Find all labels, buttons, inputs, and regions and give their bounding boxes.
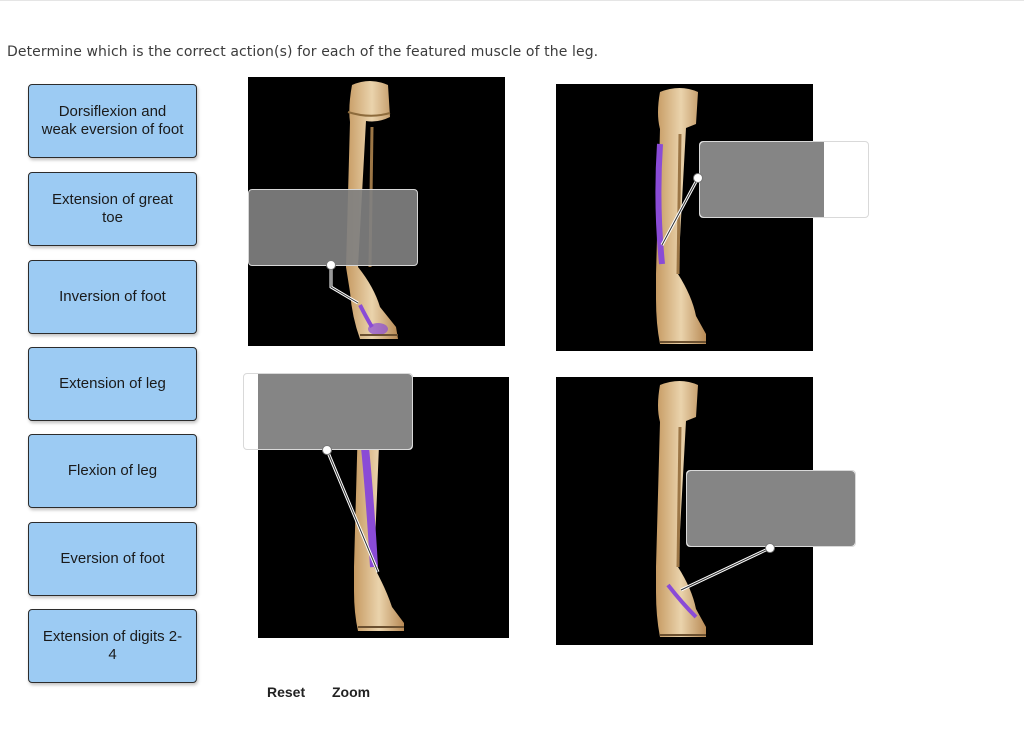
drop-zone-1[interactable] xyxy=(248,189,418,266)
top-divider xyxy=(0,0,1024,1)
drop-zone-4[interactable] xyxy=(686,470,856,547)
label-text: Extension of great toe xyxy=(52,191,173,226)
label-card-inversion-foot[interactable]: Inversion of foot xyxy=(28,260,197,334)
label-card-extension-digits[interactable]: Extension of digits 2-4 xyxy=(28,609,197,683)
label-text: Extension of leg xyxy=(59,375,166,392)
label-card-dorsiflexion[interactable]: Dorsiflexion and weak eversion of foot xyxy=(28,84,197,158)
label-card-eversion-foot[interactable]: Eversion of foot xyxy=(28,522,197,596)
label-text: Eversion of foot xyxy=(60,550,165,567)
label-text: Flexion of leg xyxy=(67,462,158,479)
reset-button[interactable]: Reset xyxy=(267,684,306,700)
label-card-flexion-leg[interactable]: Flexion of leg xyxy=(28,434,197,508)
drop-zone-3[interactable] xyxy=(243,373,413,450)
question-text: Determine which is the correct action(s)… xyxy=(7,44,599,60)
label-card-extension-leg[interactable]: Extension of leg xyxy=(28,347,197,421)
drop-zone-2[interactable] xyxy=(699,141,869,218)
label-text: Extension of digits 2-4 xyxy=(42,628,183,663)
zoom-button[interactable]: Zoom xyxy=(332,684,371,700)
label-text: Inversion of foot xyxy=(59,288,166,305)
label-text: Dorsiflexion and weak eversion of foot xyxy=(41,103,184,138)
label-card-extension-great-toe[interactable]: Extension of great toe xyxy=(28,172,197,246)
